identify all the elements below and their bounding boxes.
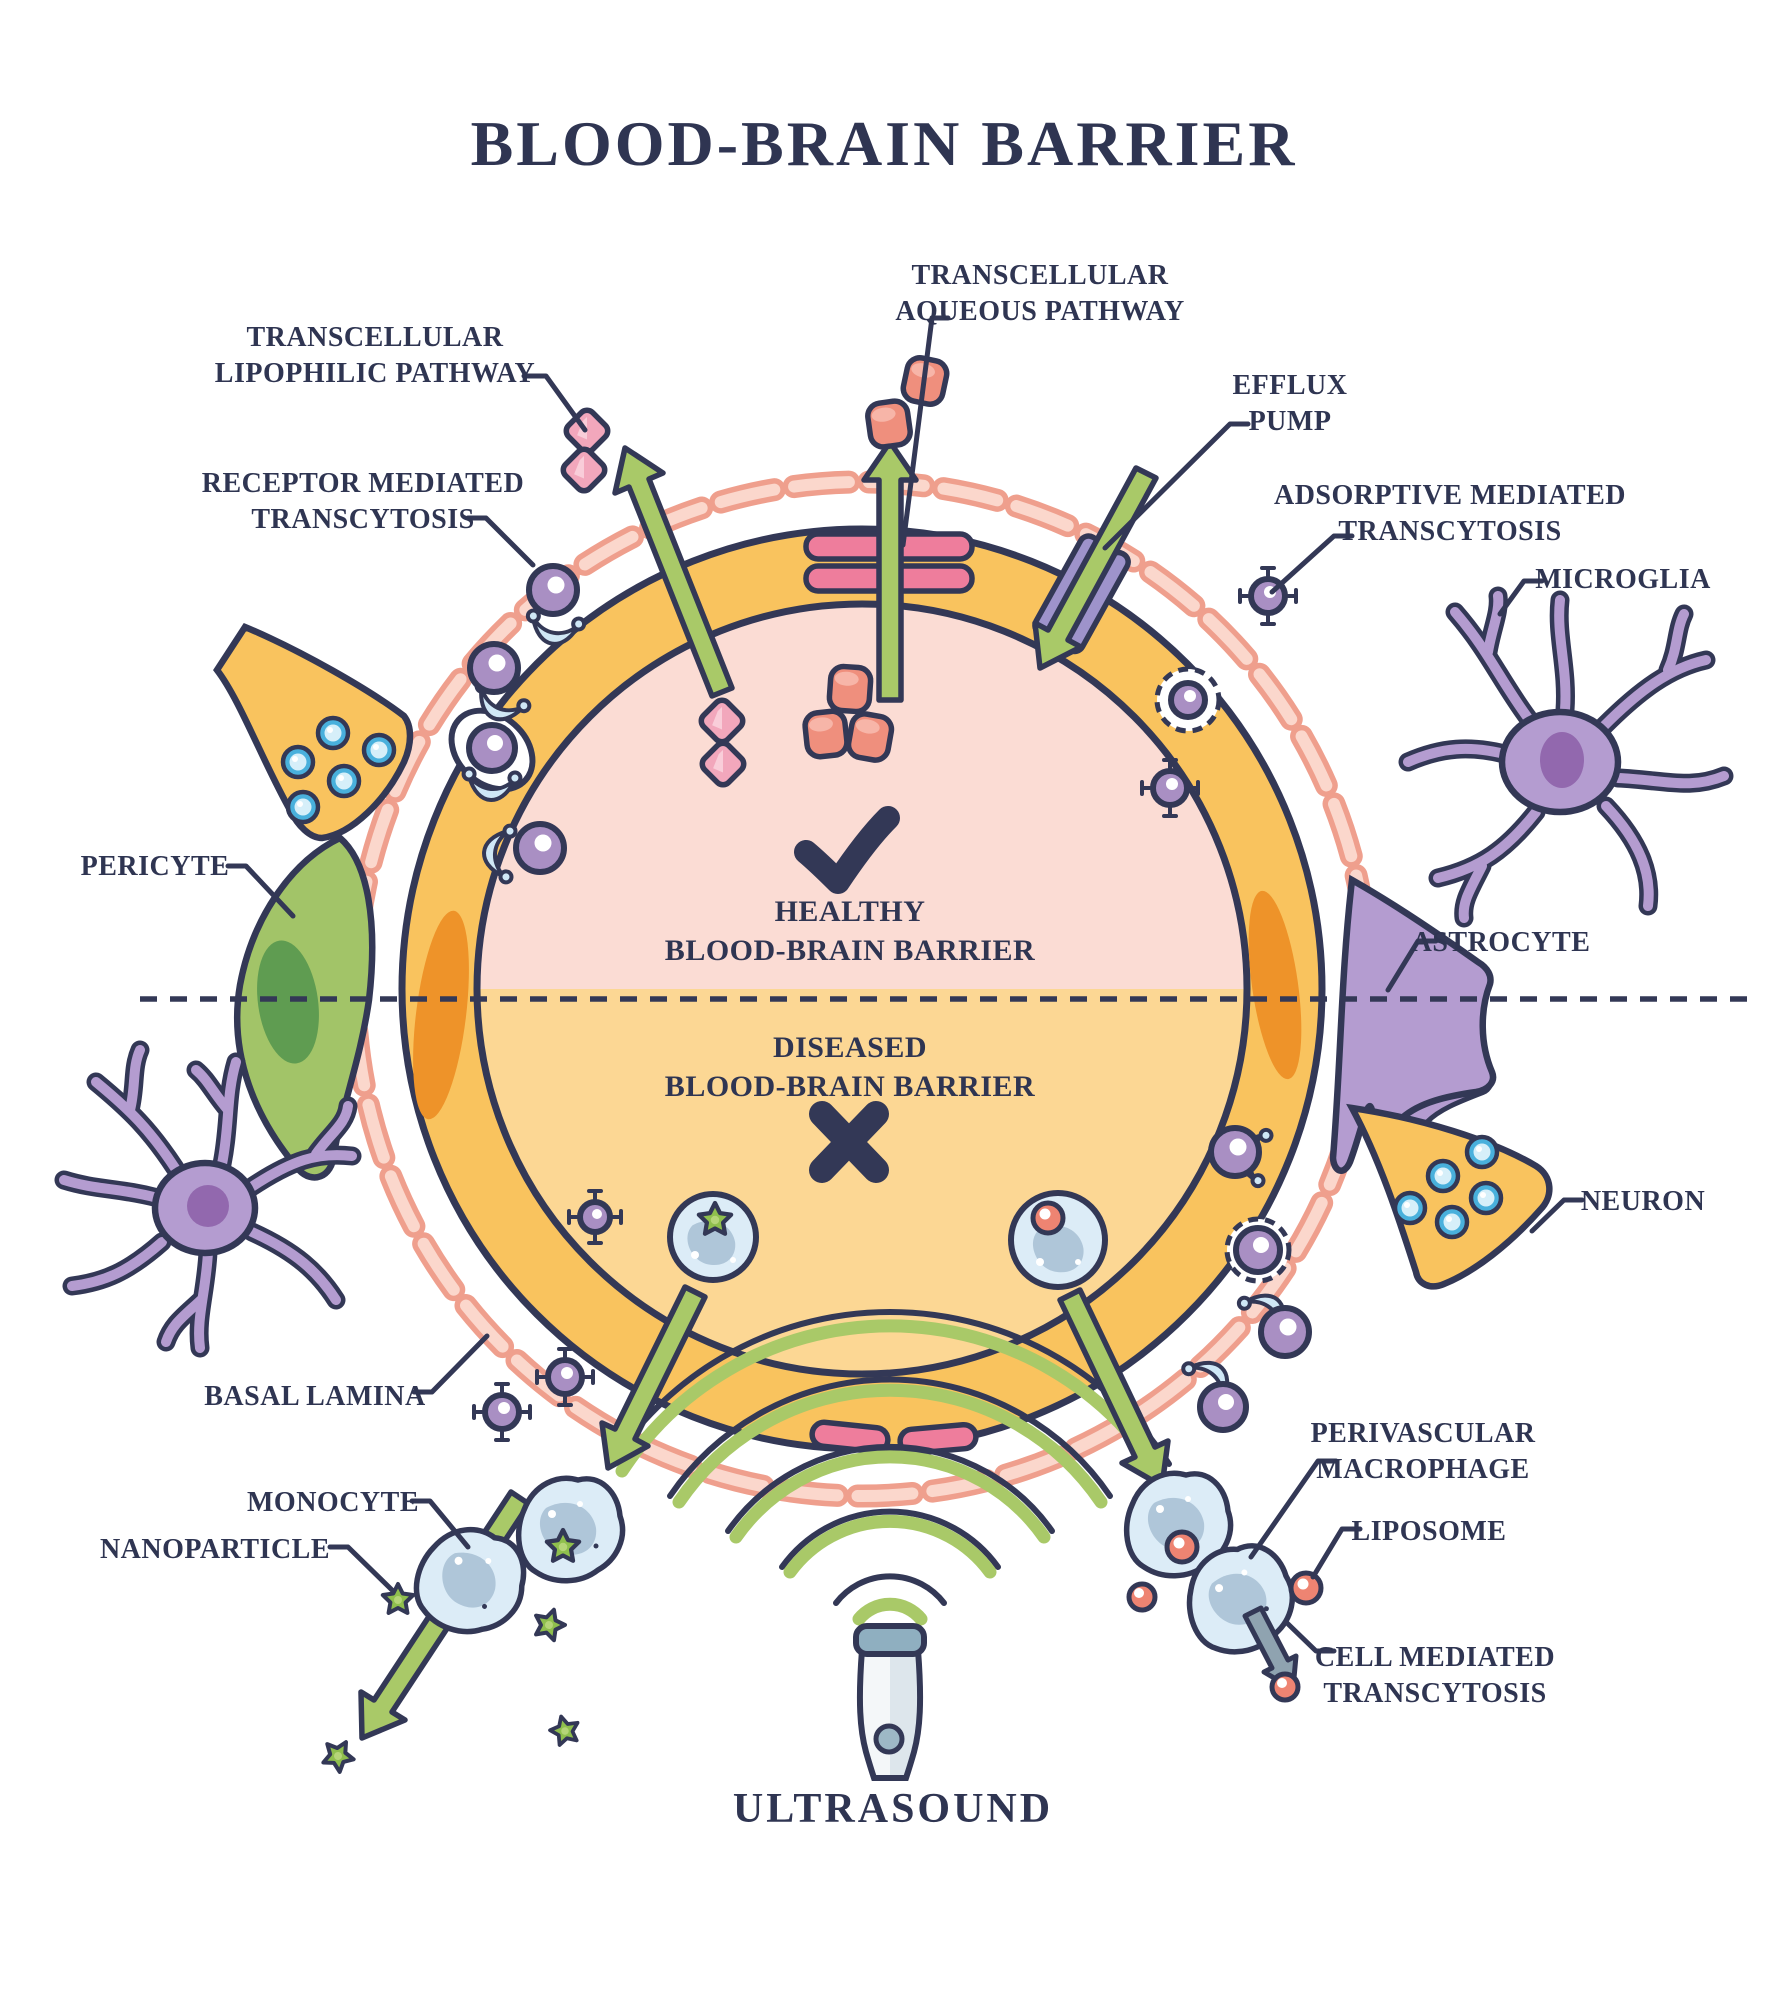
receptor-cup-icon xyxy=(461,766,523,802)
leaky-particles xyxy=(472,1189,623,1442)
arrow-down-left-icon xyxy=(599,1284,708,1471)
receptor-cup-icon xyxy=(525,608,587,646)
neuron-terminal xyxy=(1346,1103,1553,1290)
microglia-cell xyxy=(1398,586,1734,928)
drug-sphere xyxy=(1258,1305,1312,1359)
monocyte-cell xyxy=(515,1475,626,1584)
label-nanoparticle: NANOPARTICLE xyxy=(99,1534,331,1565)
liposome-icon xyxy=(1269,1671,1301,1703)
callout-line-nanoparticle xyxy=(327,1544,395,1593)
efflux-pump xyxy=(1032,465,1159,671)
arrow-down-right-icon xyxy=(1242,1605,1299,1692)
callout-line-neuron xyxy=(1529,1197,1585,1234)
label-pericyte: PERICYTE xyxy=(80,851,230,882)
drug-sphere xyxy=(526,563,580,617)
transcellular-aqueous-pathway xyxy=(802,354,975,763)
nanoparticle-icon xyxy=(696,1200,734,1236)
label-ultrasound: ULTRASOUND xyxy=(732,1786,1054,1832)
ultrasound-waves xyxy=(608,1308,1172,1626)
callout-line-perivascular xyxy=(1248,1458,1339,1560)
liposome-icon xyxy=(1288,1570,1324,1606)
adsorptive-mediated-transcytosis xyxy=(1140,566,1298,818)
microglia-nucleus xyxy=(1540,732,1584,788)
arrow-down-right-icon xyxy=(1057,1287,1171,1489)
vessel-lumen-healthy xyxy=(477,604,1247,989)
monocyte-cell xyxy=(413,1527,527,1635)
drug-sphere xyxy=(513,821,567,875)
label-astrocyte: ASTROCYTE xyxy=(1411,927,1591,958)
water-soluble-molecules xyxy=(802,354,950,763)
callout-line-receptor xyxy=(465,515,536,568)
callout-line-liposome xyxy=(1310,1526,1363,1580)
pericyte-cell xyxy=(234,834,376,1181)
macrophage-cell xyxy=(1186,1543,1299,1692)
page-title: BLOOD-BRAIN BARRIER xyxy=(470,108,1298,179)
ultrasound-probe xyxy=(853,1623,927,1781)
liposome-icon xyxy=(1164,1529,1200,1565)
drug-sphere xyxy=(1208,1125,1262,1179)
checkmark-icon xyxy=(794,806,900,894)
cross-icon xyxy=(809,1101,889,1183)
nanoparticle-icon xyxy=(380,1581,416,1615)
charged-particle xyxy=(1168,680,1208,720)
charged-particle xyxy=(1140,758,1200,818)
label-monocyte: MONOCYTE xyxy=(247,1487,419,1518)
callout-lines xyxy=(225,315,1585,1654)
callout-line-adsorptive xyxy=(1269,533,1355,595)
nanoparticle-icon xyxy=(544,1527,582,1563)
lipophilic-molecules xyxy=(560,407,747,788)
callout-line-basal-lamina xyxy=(411,1333,490,1395)
label-neuron: NEURON xyxy=(1580,1186,1706,1217)
receptor-mediated-transcytosis xyxy=(448,563,587,885)
label-basal-lamina: BASAL LAMINA xyxy=(204,1381,426,1412)
synapse-terminal-left xyxy=(213,622,414,842)
endothelial-nucleus-left xyxy=(413,910,469,1120)
callout-line-monocyte xyxy=(409,1498,471,1550)
nanoparticle-icon xyxy=(548,1714,580,1747)
callout-line-cell-mediated xyxy=(1283,1619,1337,1654)
transcellular-lipophilic-pathway xyxy=(560,407,747,788)
drug-sphere xyxy=(466,722,518,774)
nanoparticle-icon xyxy=(321,1740,356,1774)
arrow-up-icon xyxy=(861,439,919,703)
drug-sphere xyxy=(1233,1225,1283,1275)
callout-line-microglia xyxy=(1497,578,1545,617)
glial-nucleus xyxy=(187,1185,229,1227)
liposome-icon xyxy=(1126,1581,1158,1613)
endothelial-nucleus-right xyxy=(1248,890,1302,1080)
nanoparticle-icon xyxy=(534,1607,567,1643)
synaptic-vesicles xyxy=(1392,1134,1504,1240)
arrow-up-left-icon xyxy=(612,445,735,699)
arrow-down-icon xyxy=(1032,465,1159,671)
macrophage-in-lumen xyxy=(1008,1190,1108,1290)
astrocyte-cell xyxy=(1329,874,1497,1174)
monocyte-in-lumen xyxy=(667,1191,759,1283)
drug-sphere xyxy=(467,641,521,695)
receptor-cup-icon xyxy=(482,823,518,885)
callout-line-lipophilic xyxy=(521,373,588,433)
drug-sphere xyxy=(1197,1381,1249,1433)
callout-line-pericyte xyxy=(225,863,296,919)
callout-line-astrocyte xyxy=(1385,938,1439,993)
callout-line-efflux xyxy=(1102,421,1251,551)
macrophage-cell xyxy=(1123,1470,1234,1579)
synaptic-vesicles xyxy=(280,715,397,825)
callout-line-aqueous xyxy=(900,315,951,548)
label-liposome: LIPOSOME xyxy=(1351,1516,1507,1547)
label-microglia: MICROGLIA xyxy=(1535,564,1711,595)
glial-cell xyxy=(54,1040,362,1358)
liposome-icon xyxy=(1030,1200,1066,1236)
pericyte-nucleus xyxy=(257,940,319,1064)
exit-transcytosis-chain xyxy=(1181,1125,1312,1433)
